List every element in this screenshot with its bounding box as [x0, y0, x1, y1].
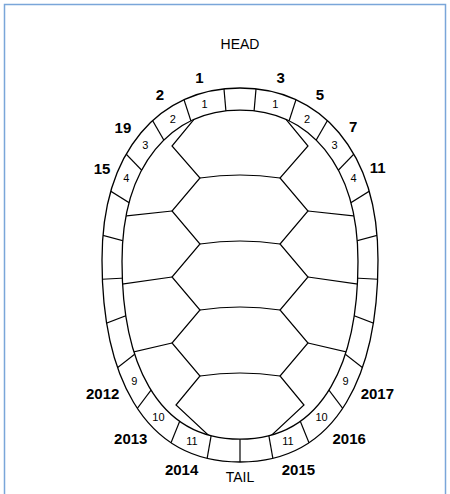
callout-number: 5 — [316, 87, 324, 104]
vertebral-edge — [260, 106, 308, 446]
costal-boundary — [108, 211, 172, 358]
central-scutes — [108, 106, 372, 446]
scute-number: 4 — [351, 172, 357, 184]
costal-boundary — [308, 211, 372, 358]
orientation-label: HEAD — [221, 37, 260, 52]
callout-number: 2013 — [114, 431, 147, 448]
callout-number: 11 — [370, 160, 386, 177]
scute-number: 10 — [315, 411, 327, 423]
scute-number: 1 — [202, 98, 208, 110]
callout-number: 1 — [195, 70, 203, 87]
scute-number: 10 — [152, 411, 164, 423]
frame-border — [5, 5, 446, 494]
callout-number: 3 — [276, 70, 284, 87]
scute-number: 9 — [343, 375, 349, 387]
scute-number: 3 — [332, 139, 338, 151]
callout-number: 2 — [156, 87, 164, 104]
marginal-inner-edge — [122, 110, 358, 439]
callout-number: 2014 — [165, 462, 198, 479]
scute-number: 3 — [142, 139, 148, 151]
scute-number: 1 — [272, 98, 278, 110]
scute-number: 4 — [123, 172, 129, 184]
callout-number: 2017 — [361, 386, 394, 403]
orientation-label: TAIL — [226, 470, 255, 485]
carapace-outline — [102, 88, 378, 462]
scute-number: 2 — [304, 113, 310, 125]
callout-number: 15 — [94, 161, 111, 178]
scute-number: 9 — [131, 375, 137, 387]
callout-number: 2012 — [86, 386, 119, 403]
callout-number: 2015 — [282, 462, 315, 479]
vertebral-edge — [172, 106, 220, 446]
callout-number: 2016 — [333, 431, 366, 448]
callout-number: 7 — [349, 119, 357, 136]
scute-number: 11 — [186, 435, 197, 447]
scute-number: 11 — [282, 435, 293, 447]
callout-number: 19 — [115, 120, 132, 137]
vertebral-boundary — [200, 175, 280, 376]
scute-number: 2 — [170, 113, 176, 125]
